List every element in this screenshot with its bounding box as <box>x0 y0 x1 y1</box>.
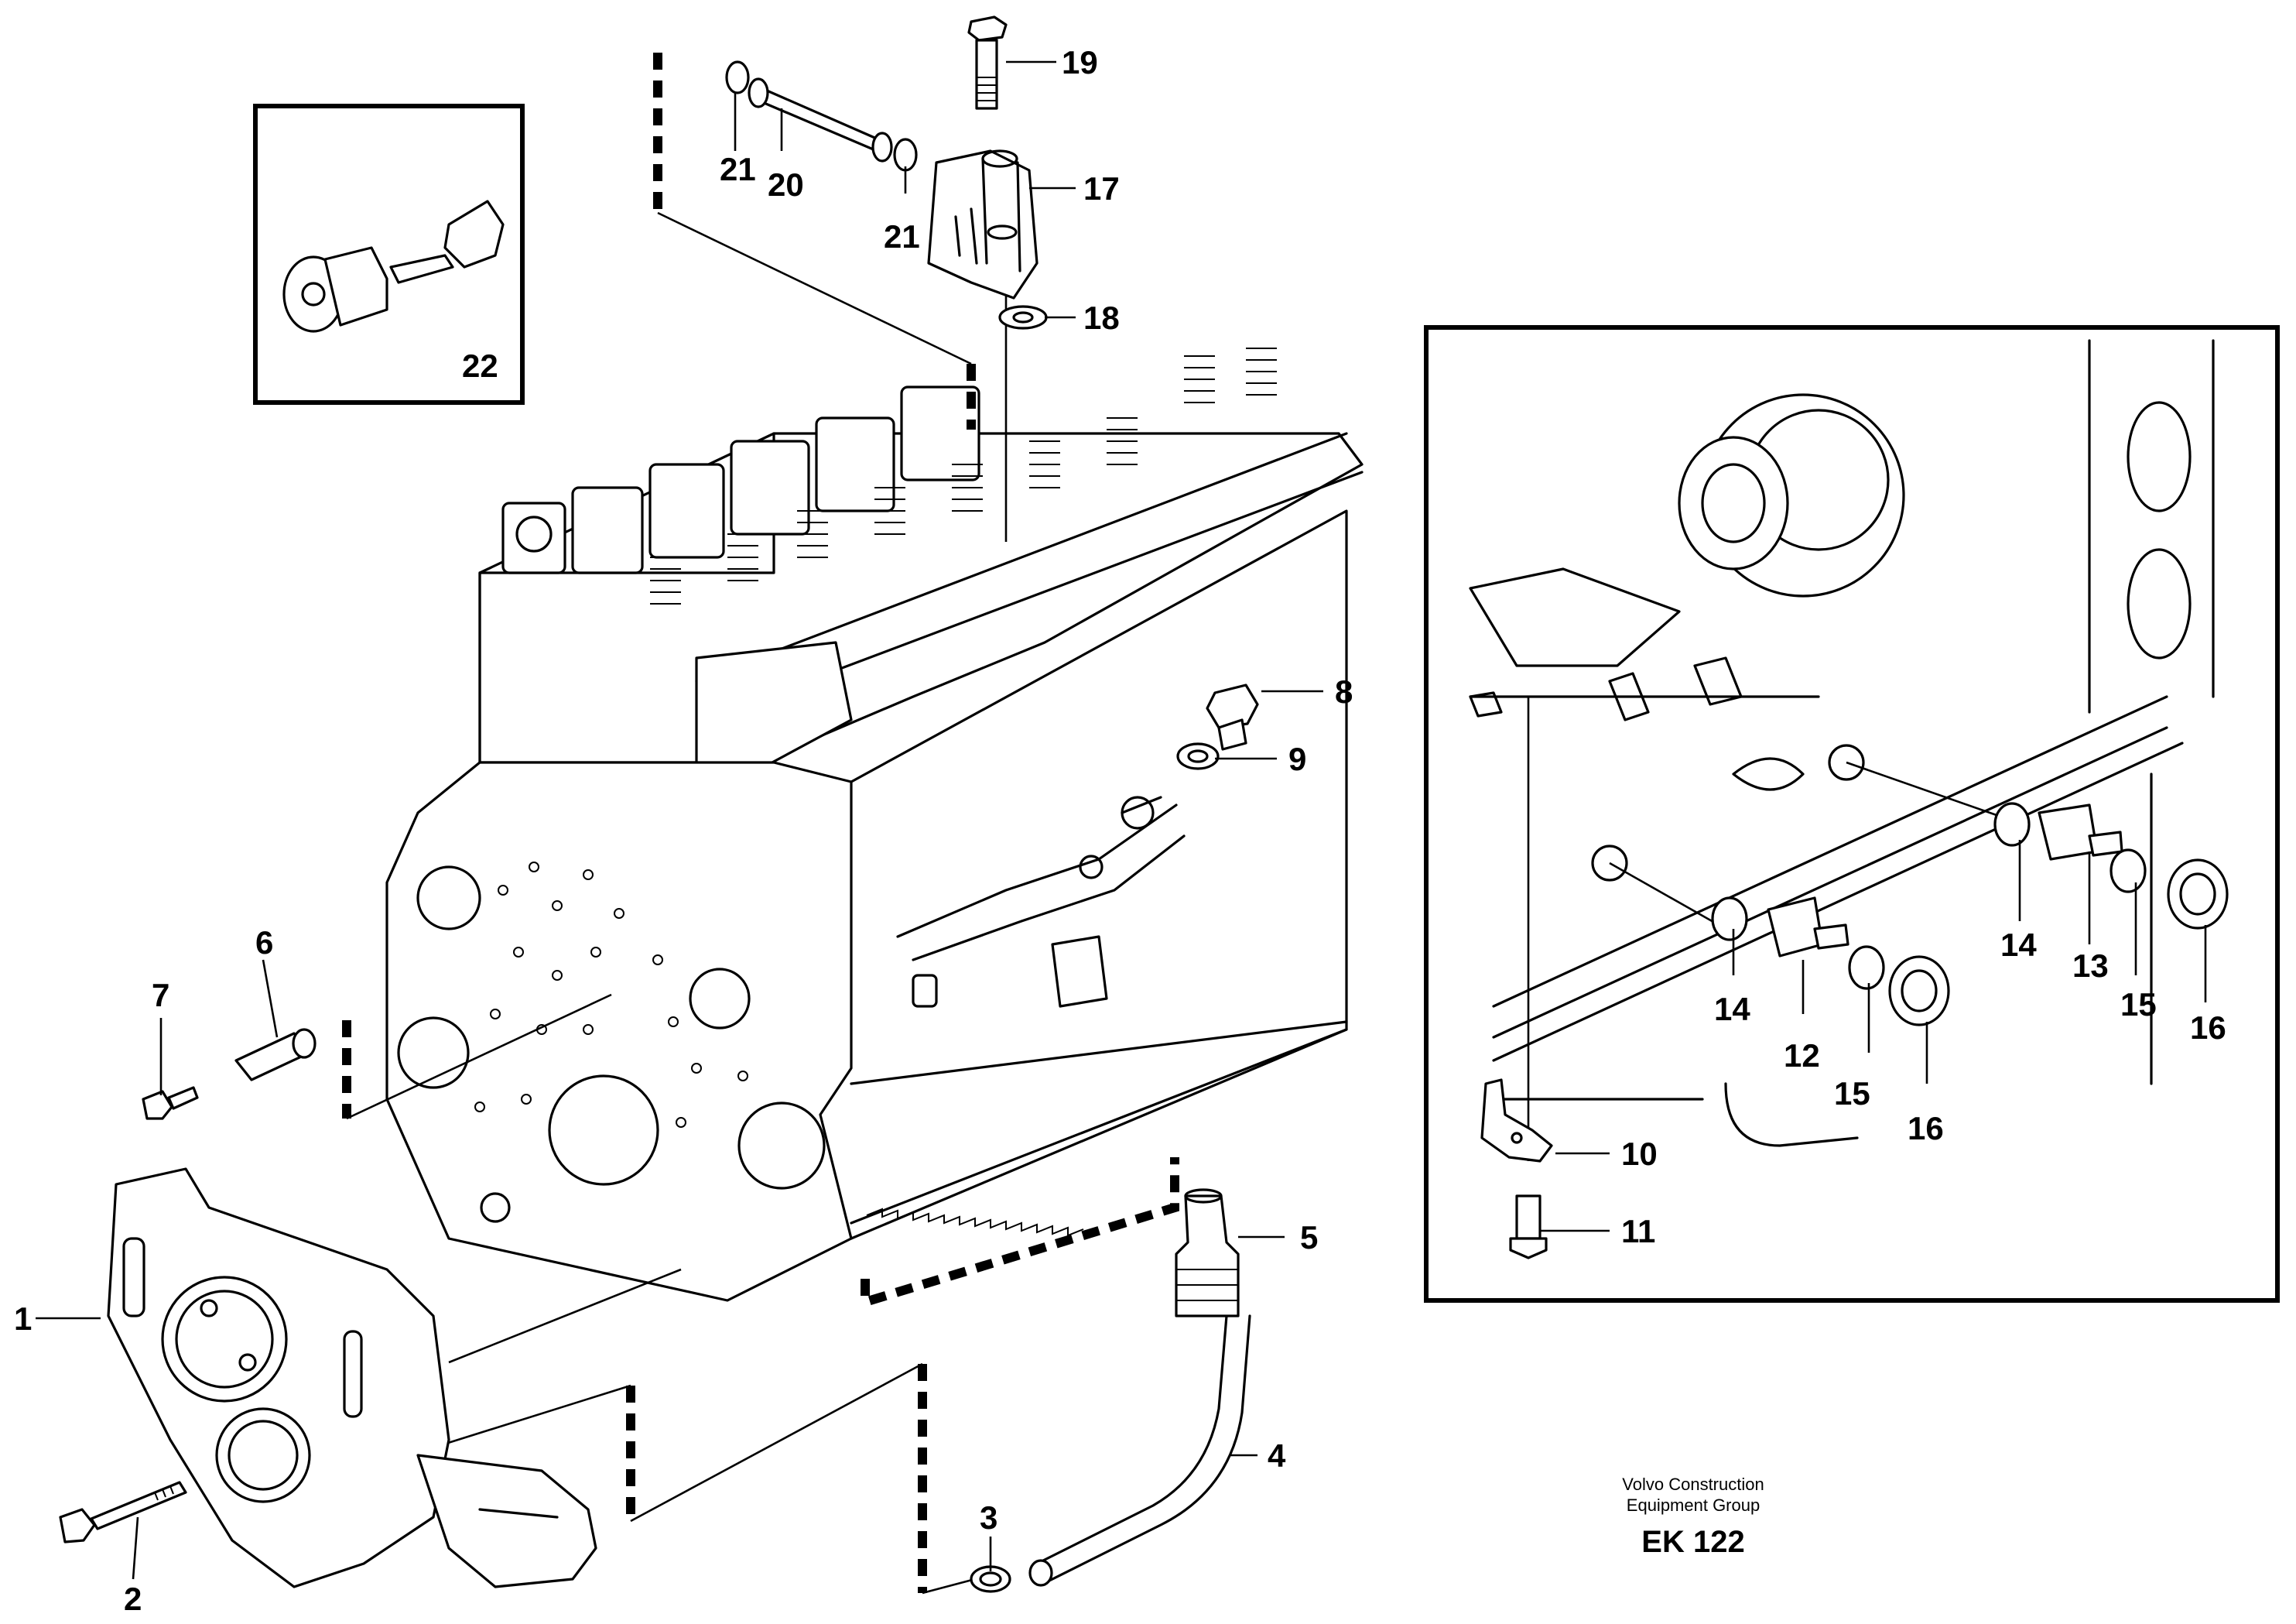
callout-2: 2 <box>124 1581 142 1617</box>
callout-12: 12 <box>1784 1037 1820 1074</box>
callout-labels: 1 2 3 4 5 6 7 8 9 10 11 12 13 14 14 15 1… <box>14 44 2226 1617</box>
part-18-washer <box>998 305 1048 330</box>
callout-15a: 15 <box>1834 1075 1870 1112</box>
part-2-bolt <box>59 1481 187 1543</box>
callout-14b: 14 <box>2000 927 2037 963</box>
callout-19: 19 <box>1062 44 1098 81</box>
footer: Volvo Construction Equipment Group EK 12… <box>1622 1475 1764 1559</box>
callout-9: 9 <box>1288 741 1306 777</box>
callout-15b: 15 <box>2120 986 2157 1023</box>
callout-21b: 21 <box>884 218 920 255</box>
detail-inset-drawing <box>1469 339 2215 1161</box>
part-10-nozzle <box>1480 1078 1553 1163</box>
callout-18: 18 <box>1083 300 1120 336</box>
part-5-pipe-fitting <box>1175 1188 1240 1317</box>
callout-5: 5 <box>1300 1219 1318 1256</box>
callout-leaders <box>36 60 2207 1580</box>
part-7-bolt <box>142 1086 199 1120</box>
parts-13-16-upper <box>1993 802 2229 930</box>
part-9-washer <box>1176 742 1220 770</box>
engine-block <box>385 348 1364 1302</box>
part-6-sleeve <box>234 1028 317 1081</box>
part-22-sleeve-plug <box>282 200 505 333</box>
part-20-tube <box>725 60 918 172</box>
part-19-bolt <box>967 15 1008 110</box>
callout-16a: 16 <box>1908 1110 1944 1146</box>
brand-line-1: Volvo Construction <box>1622 1475 1764 1494</box>
callout-11: 11 <box>1621 1213 1655 1249</box>
callout-7: 7 <box>152 977 169 1013</box>
callout-3: 3 <box>980 1499 997 1536</box>
callout-13: 13 <box>2072 947 2109 984</box>
part-4-oil-pipe <box>1028 1314 1251 1587</box>
part-8-plug <box>1206 684 1259 751</box>
callout-10: 10 <box>1621 1136 1658 1172</box>
part-17-bracket <box>927 149 1039 300</box>
part-1-oil-pump <box>107 1167 597 1588</box>
callout-22: 22 <box>462 348 498 384</box>
callout-1: 1 <box>14 1300 32 1337</box>
callout-20: 20 <box>768 166 804 203</box>
callout-14a: 14 <box>1714 991 1750 1027</box>
callout-4: 4 <box>1268 1437 1286 1474</box>
brand-line-2: Equipment Group <box>1627 1496 1760 1515</box>
callout-6: 6 <box>255 924 273 961</box>
callout-17: 17 <box>1083 170 1120 207</box>
part-3-o-ring <box>970 1565 1011 1593</box>
figure-code: EK 122 <box>1641 1525 1744 1559</box>
parts-12-16-lower <box>1711 896 1950 1026</box>
callout-8: 8 <box>1335 673 1353 710</box>
callout-16b: 16 <box>2190 1009 2226 1046</box>
part-11-bolt <box>1509 1194 1548 1259</box>
assembly-paths <box>342 53 1179 1593</box>
callout-21a: 21 <box>720 151 756 187</box>
